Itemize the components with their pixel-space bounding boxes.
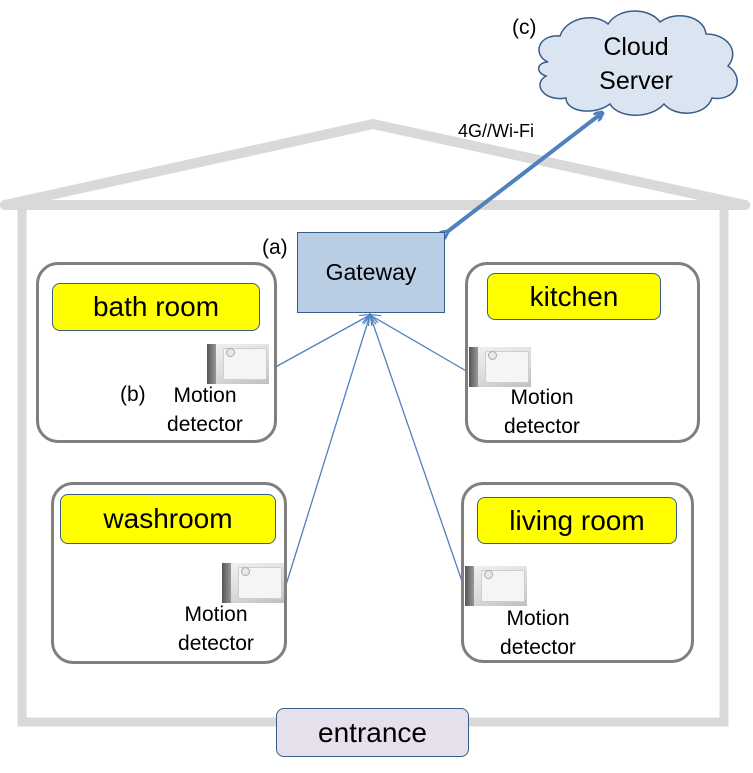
- detector-line1: Motion: [510, 386, 574, 409]
- detector-label: Motion detector: [484, 383, 600, 441]
- detector-line2: detector: [167, 413, 243, 436]
- motion-detector-image: [469, 347, 531, 387]
- cloud-server-shape: [537, 10, 738, 116]
- detector-label: Motion detector: [150, 381, 260, 439]
- gateway-node: Gateway: [297, 232, 445, 313]
- link-kitchen: [370, 315, 469, 373]
- room-name: bath room: [92, 291, 220, 322]
- room-name: washroom: [103, 503, 233, 534]
- entrance-label: entrance: [318, 716, 427, 748]
- room-label-livingroom: living room: [477, 497, 677, 544]
- room-label-kitchen: kitchen: [487, 273, 661, 320]
- detector-line2: detector: [504, 415, 580, 438]
- gateway-label: Gateway: [325, 259, 417, 285]
- cloud-gateway-link: [447, 113, 602, 232]
- room-label-bathroom: bath room: [52, 283, 260, 331]
- room-name: living room: [509, 504, 645, 536]
- room-name: kitchen: [529, 280, 619, 312]
- cloud-label-line2: Server: [599, 67, 673, 95]
- motion-detector-image: [207, 344, 269, 384]
- detector-line2: detector: [500, 636, 576, 659]
- detector-line1: Motion: [506, 607, 570, 630]
- sensor-links: [269, 315, 469, 591]
- cloud-tag: (c): [512, 16, 537, 39]
- gateway-tag: (a): [262, 236, 288, 259]
- motion-detector-image: [465, 566, 527, 606]
- detector-label: Motion detector: [480, 604, 596, 662]
- detector-tag: (b): [120, 383, 146, 406]
- house-roof: [0, 119, 750, 210]
- cloud-label-line1: Cloud: [603, 33, 669, 61]
- detector-line1: Motion: [184, 603, 248, 626]
- detector-label: Motion detector: [158, 600, 274, 658]
- detector-line1: Motion: [173, 384, 237, 407]
- motion-detector-image: [222, 563, 284, 603]
- cloud-server-label: Cloud Server: [574, 30, 698, 98]
- detector-line2: detector: [178, 632, 254, 655]
- link-livingroom: [370, 315, 466, 591]
- entrance-box: entrance: [276, 708, 469, 757]
- link-washroom: [285, 315, 370, 586]
- link-bathroom: [269, 315, 370, 371]
- link-label: 4G//Wi-Fi: [458, 121, 534, 141]
- room-label-washroom: washroom: [60, 494, 276, 544]
